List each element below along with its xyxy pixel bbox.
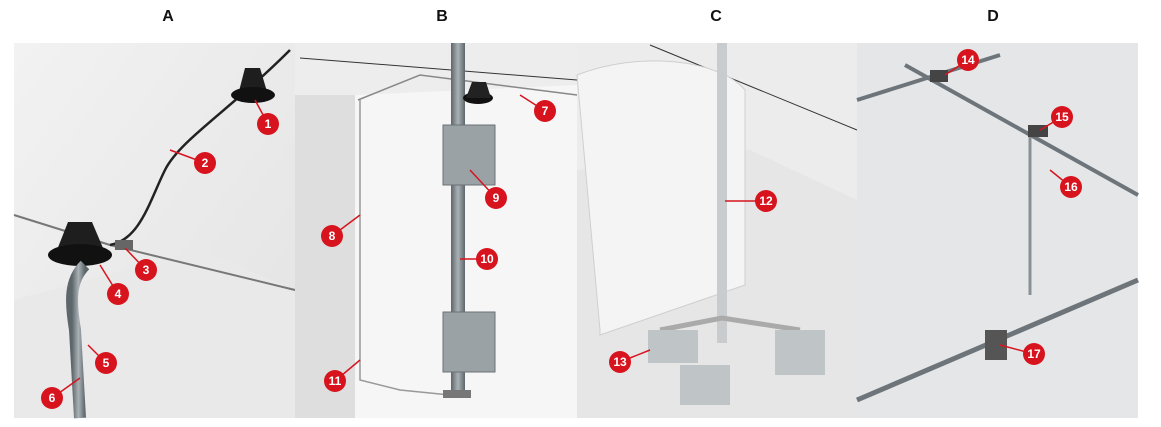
- callout-16: 16: [1049, 169, 1082, 198]
- panel-a: [13, 43, 296, 419]
- callout-circle: [609, 351, 631, 373]
- callout-14: 14: [944, 49, 979, 76]
- callout-circle: [1060, 176, 1082, 198]
- callout-2: 2: [169, 149, 216, 174]
- callout-8: 8: [321, 214, 361, 247]
- callout-circle: [41, 387, 63, 409]
- callout-5: 5: [87, 344, 117, 374]
- panel-b: [295, 43, 578, 418]
- callout-13: 13: [609, 349, 651, 373]
- callout-number: 16: [1064, 180, 1078, 194]
- callout-4: 4: [99, 264, 129, 305]
- callout-1: 1: [254, 99, 279, 135]
- callout-10: 10: [460, 248, 498, 270]
- callout-circle: [107, 283, 129, 305]
- callout-number: 17: [1027, 347, 1041, 361]
- panel-label-c: C: [710, 8, 722, 25]
- panel-d: [856, 43, 1139, 418]
- callout-number: 5: [103, 356, 110, 370]
- panel-label-a: A: [162, 8, 174, 25]
- callout-17: 17: [999, 343, 1045, 365]
- panel-label-b: B: [436, 8, 448, 25]
- callout-circle: [257, 113, 279, 135]
- callout-15: 15: [1039, 106, 1073, 131]
- callout-number: 8: [329, 229, 336, 243]
- callout-circle: [957, 49, 979, 71]
- callout-circle: [321, 225, 343, 247]
- callout-circle: [755, 190, 777, 212]
- callout-circle: [95, 352, 117, 374]
- callout-12: 12: [725, 190, 777, 212]
- callout-number: 2: [202, 156, 209, 170]
- callout-9: 9: [469, 169, 507, 209]
- callout-number: 1: [265, 117, 272, 131]
- callout-6: 6: [41, 377, 81, 409]
- callout-circle: [135, 259, 157, 281]
- callout-circle: [485, 187, 507, 209]
- callout-number: 14: [961, 53, 975, 67]
- callout-number: 10: [480, 252, 494, 266]
- callout-circle: [476, 248, 498, 270]
- panel-label-d: D: [987, 8, 999, 25]
- callout-7: 7: [519, 94, 556, 122]
- callout-number: 9: [493, 191, 500, 205]
- callout-circle: [194, 152, 216, 174]
- callout-number: 6: [49, 391, 56, 405]
- callout-number: 15: [1055, 110, 1069, 124]
- callout-circle: [1023, 343, 1045, 365]
- callout-11: 11: [324, 359, 361, 392]
- callout-circle: [1051, 106, 1073, 128]
- callout-circle: [324, 370, 346, 392]
- callout-number: 4: [115, 287, 122, 301]
- callout-number: 12: [759, 194, 773, 208]
- callout-3: 3: [124, 247, 157, 281]
- callout-number: 11: [329, 374, 342, 388]
- callout-number: 3: [143, 263, 150, 277]
- callout-number: 7: [542, 104, 549, 118]
- callout-circle: [534, 100, 556, 122]
- callout-number: 13: [613, 355, 627, 369]
